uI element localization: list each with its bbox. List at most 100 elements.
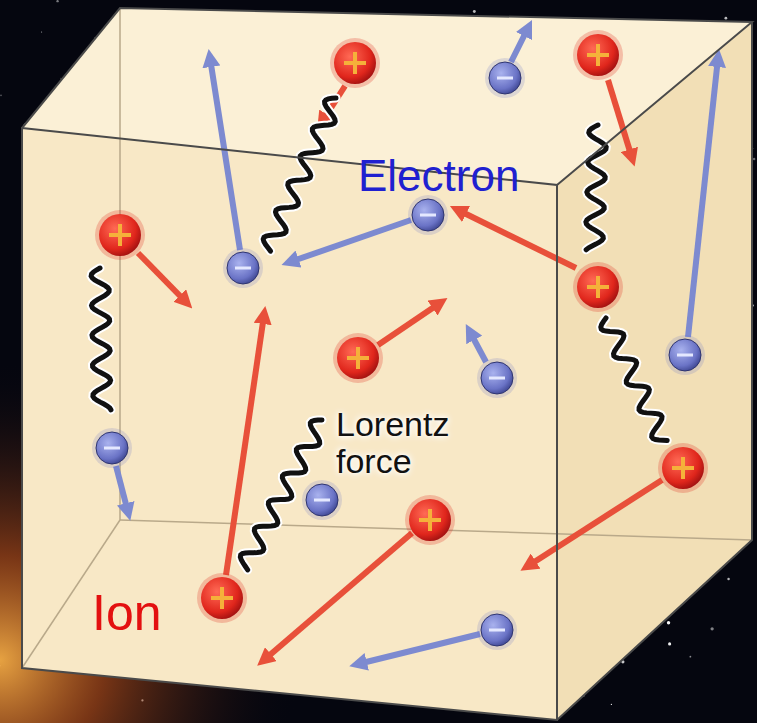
electron-body (306, 484, 338, 516)
particles (92, 30, 708, 650)
minus-sign (104, 447, 120, 450)
velocity-arrow (116, 466, 128, 512)
star (727, 578, 730, 581)
star (473, 10, 476, 13)
velocity-arrow (511, 28, 528, 62)
ion-particle (197, 573, 247, 623)
velocity-arrow (608, 80, 632, 158)
force-wave (263, 98, 336, 251)
ion-particle (405, 495, 455, 545)
wave-halo (263, 98, 336, 251)
electron-halo (477, 610, 517, 650)
velocity-arrow (470, 332, 486, 362)
minus-sign (235, 267, 251, 270)
ion-body (662, 447, 704, 489)
electron-halo (408, 195, 448, 235)
electron-particle (665, 335, 705, 375)
ion-body (577, 266, 619, 308)
minus-sign (497, 77, 513, 80)
star (0, 94, 2, 96)
hidden-edges (22, 8, 752, 668)
electron-halo (92, 428, 132, 468)
ion-particle (573, 30, 623, 80)
velocity-arrow (138, 253, 186, 302)
wave-halo (91, 268, 111, 410)
electron-body (412, 199, 444, 231)
electron-body (227, 252, 259, 284)
box-body (22, 8, 752, 720)
star (611, 704, 612, 705)
star (667, 621, 670, 624)
electron-halo (665, 335, 705, 375)
electron-particle (477, 358, 517, 398)
electron-halo (477, 358, 517, 398)
plus-sign (672, 457, 694, 479)
electron-particle (92, 428, 132, 468)
ion-body (99, 214, 141, 256)
wave-halo (240, 420, 322, 570)
ion-body (337, 337, 379, 379)
force-wave (586, 125, 606, 250)
force-wave (240, 420, 322, 570)
electron-body (481, 362, 513, 394)
electron-halo (302, 480, 342, 520)
plus-sign (347, 347, 369, 369)
star (689, 656, 691, 658)
box-side-face (557, 22, 752, 720)
plus-sign (587, 276, 609, 298)
minus-sign (489, 377, 505, 380)
plus-sign (587, 44, 609, 66)
force-label: Lorentz force (336, 406, 486, 481)
plus-sign (211, 587, 233, 609)
ion-halo (333, 333, 383, 383)
velocity-arrows (116, 28, 718, 664)
ion-particle (658, 443, 708, 493)
wave-halo (601, 318, 667, 441)
ion-particle (330, 38, 380, 88)
particle-label: Electron (358, 152, 519, 200)
electron-particle (302, 480, 342, 520)
electron-halo (223, 248, 263, 288)
electron-body (481, 614, 513, 646)
ion-halo (197, 573, 247, 623)
electron-halo (485, 58, 525, 98)
plus-sign (109, 224, 131, 246)
velocity-arrow (528, 480, 662, 566)
ion-halo (330, 38, 380, 88)
minus-sign (677, 354, 693, 357)
ion-particle (333, 333, 383, 383)
ion-particle (573, 262, 623, 312)
star (753, 158, 755, 160)
velocity-arrow (688, 58, 718, 337)
ion-body (409, 499, 451, 541)
velocity-arrow (210, 58, 240, 250)
electron-particle (485, 58, 525, 98)
force-wave (91, 268, 111, 410)
star (41, 32, 42, 33)
ion-halo (405, 495, 455, 545)
wave-halo (586, 125, 606, 250)
ion-body (201, 577, 243, 619)
velocity-arrow (290, 220, 411, 262)
force-wave (601, 318, 667, 441)
minus-sign (489, 629, 505, 632)
plus-sign (419, 509, 441, 531)
velocity-arrow (264, 533, 412, 660)
star (724, 17, 727, 20)
electron-body (669, 339, 701, 371)
minus-sign (314, 499, 330, 502)
velocity-arrow (458, 210, 576, 268)
electron-particle (477, 610, 517, 650)
ion-body (577, 34, 619, 76)
ion-particle (95, 210, 145, 260)
box-side-edge (557, 22, 752, 720)
box-front-edge (22, 128, 557, 720)
particle-label: Ion (92, 586, 162, 641)
box-edges (22, 8, 752, 720)
star (710, 627, 713, 630)
electron-body (96, 432, 128, 464)
star (56, 0, 58, 2)
velocity-arrow (358, 634, 480, 664)
ion-body (334, 42, 376, 84)
plus-sign (344, 52, 366, 74)
